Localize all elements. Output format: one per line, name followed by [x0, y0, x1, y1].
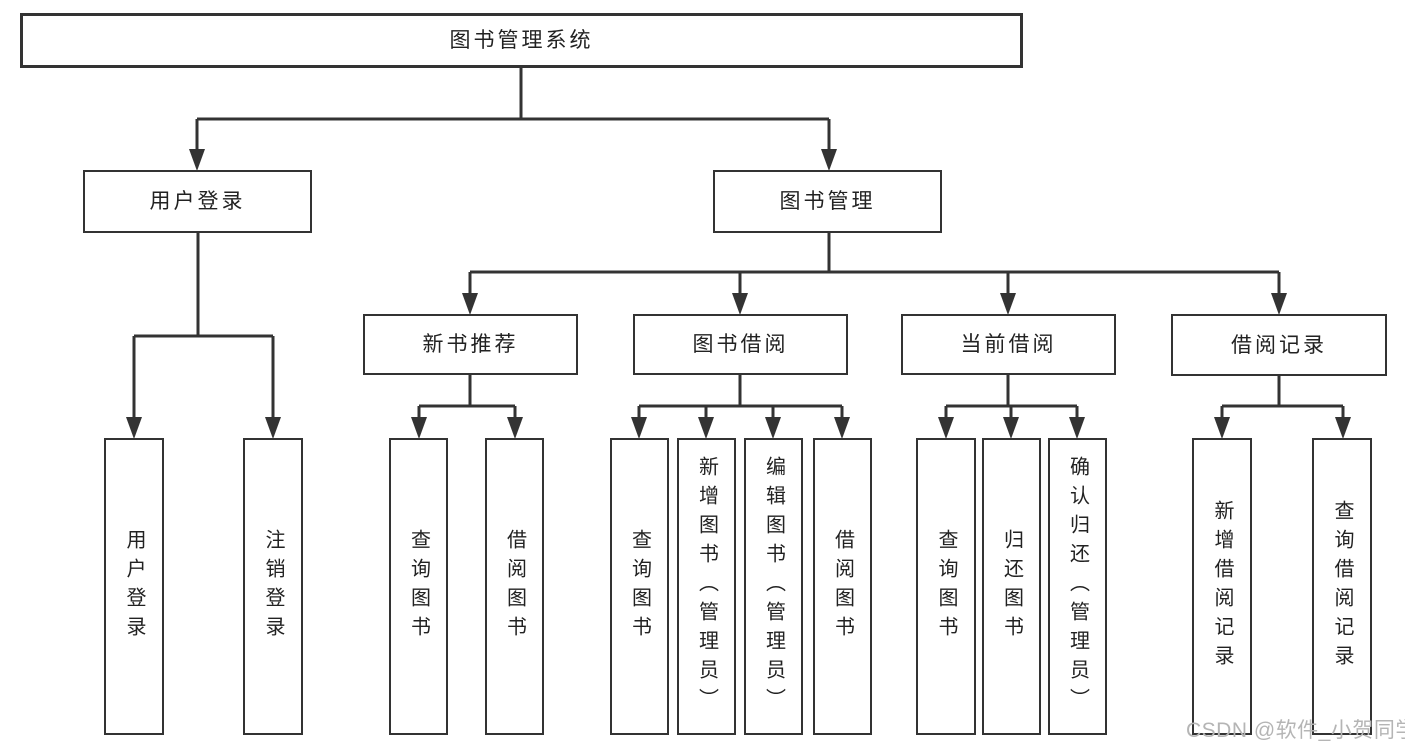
leaf-add-books-admin: 新增图书（管理员） — [677, 438, 736, 735]
node-label: 编辑图书（管理员） — [762, 456, 785, 717]
node-label: 归还图书 — [1000, 528, 1023, 645]
node-current-borrowing: 当前借阅 — [901, 314, 1116, 375]
node-label: 借阅图书 — [831, 528, 854, 645]
node-user-login: 用户登录 — [83, 170, 312, 233]
node-label: 新书推荐 — [422, 333, 519, 356]
node-borrowing-records: 借阅记录 — [1171, 314, 1387, 376]
node-label: 查询图书 — [407, 528, 430, 645]
watermark-text: CSDN @软件_小贺同学 — [1186, 719, 1405, 742]
leaf-borrow-books-borrowing: 借阅图书 — [813, 438, 872, 735]
node-book-management: 图书管理 — [713, 170, 942, 233]
leaf-user-login: 用户登录 — [104, 438, 164, 735]
node-label: 确认归还（管理员） — [1066, 456, 1089, 717]
leaf-add-borrow-record: 新增借阅记录 — [1192, 438, 1252, 735]
node-label: 借阅记录 — [1231, 333, 1327, 357]
leaf-edit-books-admin: 编辑图书（管理员） — [744, 438, 803, 735]
node-label: 当前借阅 — [960, 333, 1057, 356]
leaf-logout-login: 注销登录 — [243, 438, 303, 735]
node-label: 查询图书 — [935, 528, 957, 645]
node-label: 用户登录 — [149, 190, 246, 213]
leaf-query-books-recommend: 查询图书 — [389, 438, 448, 735]
node-label: 查询图书 — [628, 528, 651, 645]
leaf-query-borrow-record: 查询借阅记录 — [1312, 438, 1372, 735]
leaf-query-books-borrowing: 查询图书 — [610, 438, 669, 735]
node-label: 借阅图书 — [503, 528, 526, 645]
node-label: 查询借阅记录 — [1331, 499, 1353, 674]
node-library-management-system: 图书管理系统 — [20, 13, 1023, 68]
node-label: 用户登录 — [123, 528, 145, 645]
node-label: 新增图书（管理员） — [695, 456, 718, 717]
node-label: 新增借阅记录 — [1211, 499, 1233, 674]
node-book-borrowing: 图书借阅 — [633, 314, 848, 375]
node-new-book-recommendation: 新书推荐 — [363, 314, 578, 375]
node-label: 图书管理系统 — [449, 29, 594, 52]
leaf-query-books-current: 查询图书 — [916, 438, 976, 735]
node-label: 注销登录 — [262, 528, 284, 645]
node-label: 图书管理 — [779, 190, 876, 213]
leaf-return-books: 归还图书 — [982, 438, 1041, 735]
leaf-borrow-books-recommend: 借阅图书 — [485, 438, 544, 735]
leaf-confirm-return-admin: 确认归还（管理员） — [1048, 438, 1107, 735]
node-label: 图书借阅 — [692, 333, 789, 356]
